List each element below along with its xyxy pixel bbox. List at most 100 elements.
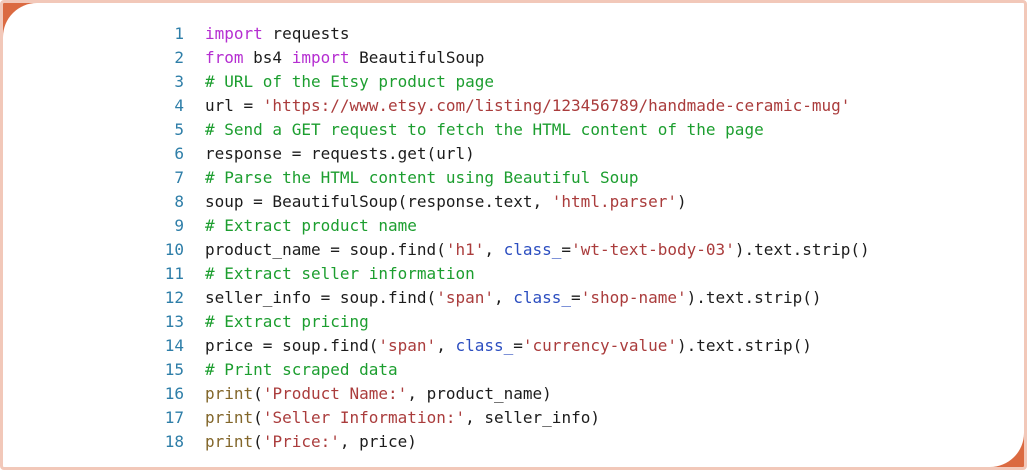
code-line: 9# Extract product name — [3, 214, 1024, 238]
line-number: 5 — [174, 120, 184, 139]
code-line: 8 soup = BeautifulSoup(response.text, 'ht… — [3, 190, 1024, 214]
code-token-plain: , product_name) — [407, 384, 552, 403]
code-text: url = 'https://www.etsy.com/listing/1234… — [184, 94, 850, 118]
code-token-plain: , seller_info) — [465, 408, 600, 427]
line-number: 8 — [174, 192, 184, 211]
code-token-string: 'Product Name:' — [262, 384, 408, 403]
corner-accent-top-left — [3, 3, 37, 37]
line-number: 13 — [164, 312, 184, 331]
code-token-plain: ( — [253, 384, 263, 403]
code-token-param: class_ — [513, 288, 572, 307]
line-number: 15 — [164, 360, 184, 379]
code-token-string: 'span' — [436, 288, 494, 307]
code-text: from bs4 import BeautifulSoup — [184, 46, 484, 70]
code-token-keyword: from — [205, 48, 244, 67]
code-token-plain: url = — [205, 96, 263, 115]
code-text: # Send a GET request to fetch the HTML c… — [184, 118, 764, 142]
code-line: 5 # Send a GET request to fetch the HTML … — [3, 118, 1024, 142]
line-number: 11 — [164, 264, 184, 283]
code-token-plain: ).text.strip() — [734, 240, 870, 259]
code-text: print('Price:', price) — [184, 430, 417, 454]
code-text: # Extract seller information — [184, 262, 475, 286]
code-token-comment: # Send a GET request to fetch the HTML c… — [205, 120, 764, 139]
code-token-string: 'html.parser' — [551, 192, 678, 211]
code-token-plain: seller_info = soup.find( — [205, 288, 437, 307]
code-token-comment: # Extract pricing — [205, 312, 369, 331]
code-token-keyword: import — [291, 48, 350, 67]
code-text: # Print scraped data — [184, 358, 398, 382]
code-token-string: 'span' — [378, 336, 437, 355]
code-text: # Extract pricing — [184, 310, 369, 334]
code-token-plain: price = soup.find( — [205, 336, 379, 355]
code-text: # URL of the Etsy product page — [184, 70, 494, 94]
code-text: seller_info = soup.find('span', class_='… — [184, 286, 822, 310]
code-token-builtin: print — [205, 408, 254, 427]
code-line: 6 response = requests.get(url) — [3, 142, 1024, 166]
code-token-string: 'currency-value' — [522, 336, 678, 355]
line-number: 10 — [164, 240, 184, 259]
code-line: 11# Extract seller information — [3, 262, 1024, 286]
line-number: 7 — [174, 168, 184, 187]
code-token-string: 'Seller Information:' — [262, 408, 466, 427]
code-text: print('Seller Information:', seller_info… — [184, 406, 600, 430]
code-token-builtin: print — [205, 432, 254, 451]
code-line: 15 # Print scraped data — [3, 358, 1024, 382]
code-token-string: 'Price:' — [262, 432, 340, 451]
corner-accent-curve — [990, 433, 1024, 467]
code-token-plain: BeautifulSoup — [349, 48, 485, 67]
code-line: 7 # Parse the HTML content using Beautifu… — [3, 166, 1024, 190]
line-number: 9 — [174, 216, 184, 235]
code-token-plain: ) — [677, 192, 687, 211]
code-token-plain: ).text.strip() — [677, 336, 812, 355]
code-line: 13 # Extract pricing — [3, 310, 1024, 334]
line-number: 4 — [174, 96, 184, 115]
code-token-plain: ( — [253, 432, 263, 451]
code-token-keyword: import — [205, 24, 263, 43]
corner-accent-curve — [3, 3, 37, 37]
code-token-string: 'https://www.etsy.com/listing/123456789/… — [262, 96, 851, 115]
code-text: print('Product Name:', product_name) — [184, 382, 552, 406]
line-number: 2 — [174, 48, 184, 67]
code-token-plain: bs4 — [243, 48, 292, 67]
code-text: response = requests.get(url) — [184, 142, 475, 166]
corner-accent-bottom-right — [990, 433, 1024, 467]
code-text: # Parse the HTML content using Beautiful… — [184, 166, 638, 190]
code-text: import requests — [184, 22, 350, 46]
code-token-plain: , — [484, 240, 504, 259]
line-number: 3 — [174, 72, 184, 91]
line-number: 6 — [174, 144, 184, 163]
code-token-plain: = — [561, 240, 572, 259]
code-token-plain: soup = BeautifulSoup(response.text, — [205, 192, 552, 211]
code-text: price = soup.find('span', class_='curren… — [184, 334, 812, 358]
code-token-plain: = — [513, 336, 523, 355]
code-token-param: class_ — [455, 336, 514, 355]
line-number: 1 — [174, 24, 184, 43]
code-token-comment: # Print scraped data — [205, 360, 398, 379]
code-text: # Extract product name — [184, 214, 417, 238]
code-line: 3 # URL of the Etsy product page — [3, 70, 1024, 94]
code-token-plain: , — [493, 288, 514, 307]
code-token-builtin: print — [205, 384, 254, 403]
code-text: product_name = soup.find('h1', class_='w… — [184, 238, 870, 262]
code-token-plain: ).text.strip() — [686, 288, 822, 307]
code-token-plain: product_name = soup.find( — [205, 240, 446, 259]
code-token-string: 'wt-text-body-03' — [571, 240, 735, 259]
code-token-plain: , price) — [339, 432, 417, 451]
code-token-comment: # URL of the Etsy product page — [205, 72, 494, 91]
code-token-param: class_ — [503, 240, 562, 259]
code-token-string: 'shop-name' — [580, 288, 687, 307]
line-number: 14 — [164, 336, 184, 355]
line-number: 17 — [164, 408, 184, 427]
code-token-comment: # Parse the HTML content using Beautiful… — [205, 168, 639, 187]
code-token-plain: response = requests.get(url) — [205, 144, 475, 163]
